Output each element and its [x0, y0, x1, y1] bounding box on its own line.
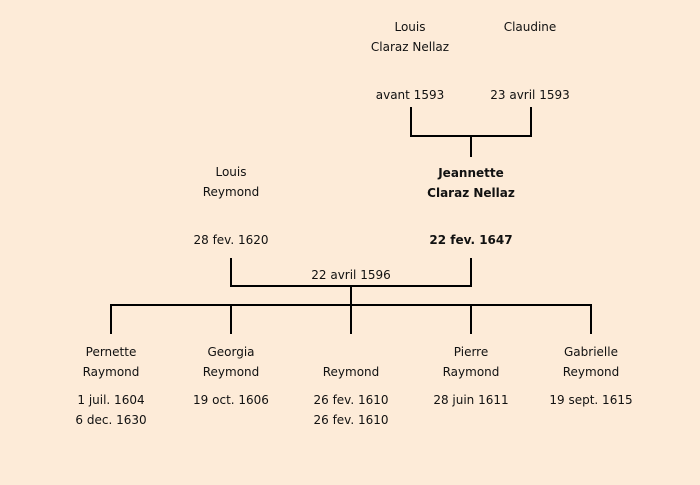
connector-line [470, 135, 472, 157]
child-first-name: Pierre [453, 345, 489, 359]
connector-line [470, 258, 472, 287]
child-date: 1 juil. 1604 [77, 393, 145, 407]
child-last-name: Reymond [562, 365, 620, 379]
connector-line [410, 107, 412, 137]
child-first-name: Pernette [85, 345, 137, 359]
child-date: 26 fev. 1610 [313, 393, 389, 407]
grandfather-first-name: Louis [394, 20, 426, 34]
child-date: 19 oct. 1606 [193, 393, 269, 407]
connector-line [590, 304, 592, 334]
connector-line [530, 107, 532, 137]
child-last-name: Reymond [202, 365, 260, 379]
child-last-name: Reymond [322, 365, 380, 379]
grandfather-last-name: Claraz Nellaz [370, 40, 450, 54]
wife-date: 22 fev. 1647 [429, 233, 513, 247]
wife-last-name: Claraz Nellaz [427, 186, 515, 200]
grandmother-date: 23 avril 1593 [490, 88, 570, 102]
grandmother-first-name: Claudine [503, 20, 557, 34]
child-first-name: Georgia [207, 345, 255, 359]
connector-line [350, 304, 352, 334]
child-date: 6 dec. 1630 [75, 413, 147, 427]
wife-first-name: Jeannette [438, 166, 504, 180]
child-last-name: Raymond [82, 365, 140, 379]
connector-line [230, 304, 232, 334]
husband-last-name: Reymond [202, 185, 260, 199]
connector-line [350, 285, 352, 306]
child-first-name: Gabrielle [564, 345, 618, 359]
connector-line [230, 258, 232, 287]
husband-date: 28 fev. 1620 [193, 233, 269, 247]
child-date: 28 juin 1611 [433, 393, 509, 407]
connector-line [110, 304, 112, 334]
husband-first-name: Louis [215, 165, 247, 179]
marriage-date: 22 avril 1596 [311, 268, 391, 282]
child-date: 19 sept. 1615 [549, 393, 633, 407]
connector-line [470, 304, 472, 334]
child-date: 26 fev. 1610 [313, 413, 389, 427]
grandfather-date: avant 1593 [375, 88, 445, 102]
child-last-name: Raymond [442, 365, 500, 379]
